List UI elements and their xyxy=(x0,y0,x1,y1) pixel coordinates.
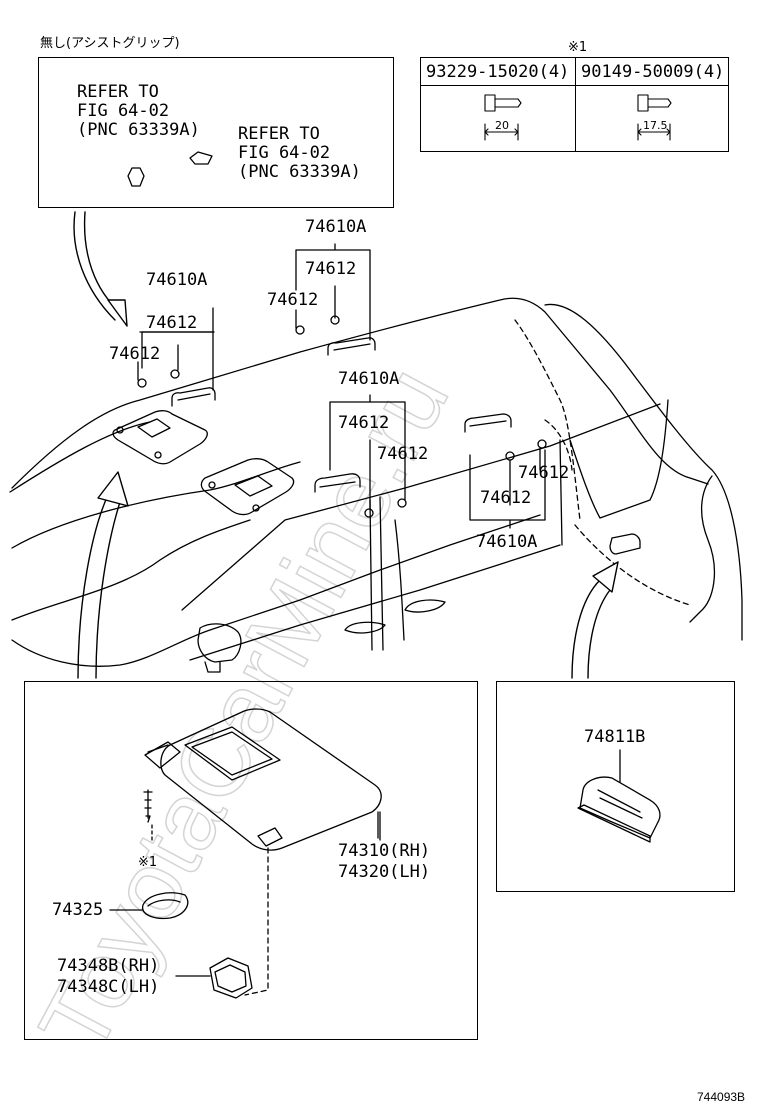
label-74811b: 74811B xyxy=(584,727,646,747)
label-74325: 74325 xyxy=(52,900,104,920)
ref2-line1: REFER TO xyxy=(238,124,320,144)
grip-3 xyxy=(314,473,361,493)
leader-g3 xyxy=(329,394,406,511)
roof-rear xyxy=(544,303,743,641)
fastener-2-dim: 17.5 xyxy=(643,119,668,132)
rear-window xyxy=(569,399,669,519)
fastener-table xyxy=(420,57,729,152)
fastener-table-mark: ※1 xyxy=(568,40,588,55)
clips xyxy=(116,315,547,518)
ref-grip-2 xyxy=(189,151,213,165)
label-74348b-rh: 74348B(RH) xyxy=(57,956,160,976)
visor-detail-box xyxy=(24,681,478,1040)
reference-box xyxy=(38,57,394,208)
door-edge xyxy=(394,519,405,641)
door-lower xyxy=(189,544,561,661)
screw-2 xyxy=(637,94,672,141)
leader-g4 xyxy=(469,447,546,529)
label-74610a-2: 74610A xyxy=(305,217,367,237)
label-74610a-4: 74610A xyxy=(476,532,538,552)
visor-screw-mark: ※1 xyxy=(138,855,158,870)
label-74612-2b: 74612 xyxy=(267,290,319,310)
visor-left xyxy=(112,410,208,465)
quarter-panel xyxy=(574,524,691,606)
roof-rear-dash xyxy=(514,319,581,521)
door-handle-2 xyxy=(404,599,446,613)
mirror-stem xyxy=(204,661,221,673)
c-pillar xyxy=(559,439,563,546)
fastener-1-part: 93229-15020(4) xyxy=(426,62,570,82)
ref2-line2: FIG 64-02 xyxy=(238,143,331,163)
front-pillar xyxy=(11,461,301,549)
arrow-lamp xyxy=(571,579,601,679)
ref1-line2: FIG 64-02 xyxy=(77,101,170,121)
label-74612-3b: 74612 xyxy=(377,444,429,464)
fastener-table-divider xyxy=(575,57,576,152)
label-74612-4a: 74612 xyxy=(518,463,570,483)
arrow-visor xyxy=(77,494,109,679)
b-pillar xyxy=(369,499,373,651)
fastener-2-part: 90149-50009(4) xyxy=(581,62,725,82)
grip-1 xyxy=(171,387,216,407)
label-74612-1a: 74612 xyxy=(146,313,198,333)
roof-line xyxy=(11,297,709,489)
lamp-detail-box xyxy=(496,681,735,892)
label-74612-1b: 74612 xyxy=(109,344,161,364)
grip-2 xyxy=(327,337,376,356)
interior-dash xyxy=(544,419,573,471)
ref1-line3: (PNC 63339A) xyxy=(77,120,200,140)
belt-line xyxy=(11,514,541,667)
cover-part xyxy=(109,892,189,920)
mirror xyxy=(197,623,242,663)
leader-g2 xyxy=(295,243,371,341)
label-74612-2a: 74612 xyxy=(305,259,357,279)
arrow-top xyxy=(73,211,116,321)
label-74320-lh: 74320(LH) xyxy=(338,862,431,882)
label-74610a-3: 74610A xyxy=(338,369,400,389)
label-74612-3a: 74612 xyxy=(338,413,390,433)
body-rear-curve xyxy=(689,475,716,623)
no-assist-grip-note: 無し(アシストグリップ) xyxy=(40,36,180,51)
screw-1 xyxy=(484,94,522,141)
lamp-on-car xyxy=(609,533,641,555)
windshield-top xyxy=(9,421,151,493)
door-handle-1 xyxy=(344,621,386,634)
visor-right xyxy=(200,458,295,516)
ref1-line1: REFER TO xyxy=(77,82,159,102)
figure-code: 744093B xyxy=(697,1090,746,1104)
visor-detail xyxy=(143,708,382,996)
ref-grip-1 xyxy=(127,167,145,187)
label-74610a-1: 74610A xyxy=(146,270,208,290)
label-74348c-lh: 74348C(LH) xyxy=(57,977,160,997)
grip-4 xyxy=(464,413,512,433)
visor-right-mirror xyxy=(234,475,273,497)
visor-left-mirror xyxy=(137,418,171,438)
lamp-detail xyxy=(577,749,661,843)
fastener-1-dim: 20 xyxy=(495,119,509,132)
a-pillar xyxy=(11,519,251,621)
label-74612-4b: 74612 xyxy=(480,488,532,508)
ref2-line3: (PNC 63339A) xyxy=(238,162,361,182)
holder-part xyxy=(175,957,253,999)
label-74310-rh: 74310(RH) xyxy=(338,841,431,861)
fastener-table-header-rule xyxy=(420,57,729,86)
